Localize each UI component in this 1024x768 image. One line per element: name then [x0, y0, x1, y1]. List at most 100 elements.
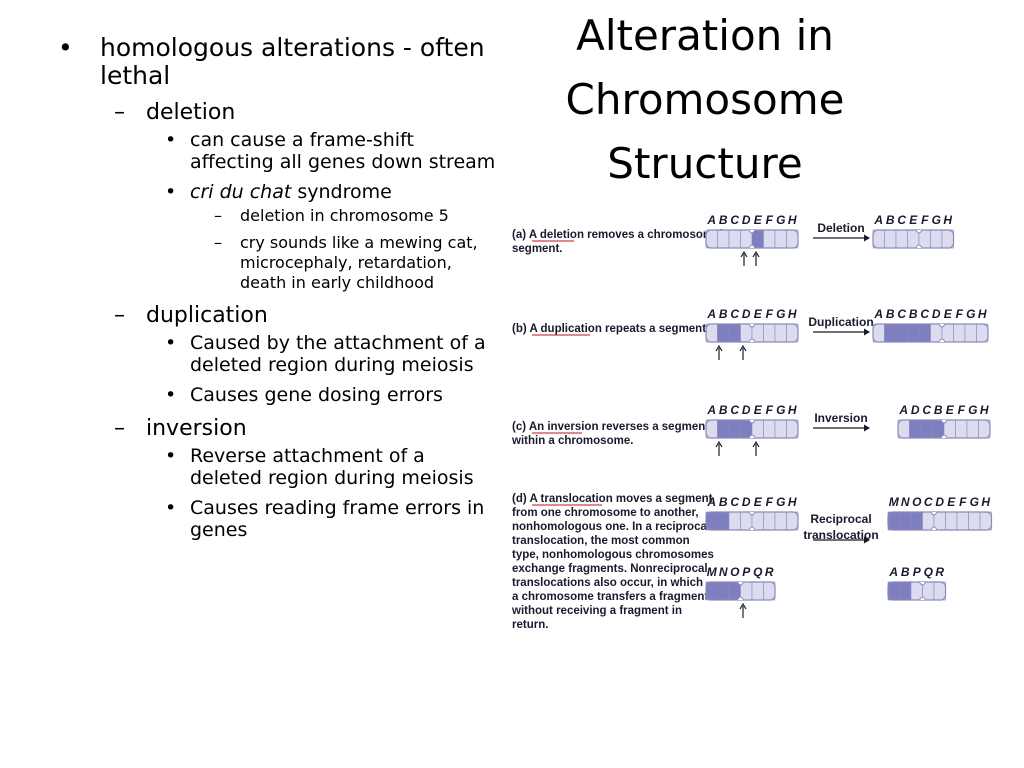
- chromosome-band: [897, 419, 910, 439]
- band-letter: C: [920, 307, 929, 321]
- chromosome-band: [872, 323, 885, 343]
- band-letter: G: [776, 495, 785, 509]
- chromosome-band: [887, 581, 900, 601]
- band-letter: B: [719, 307, 728, 321]
- chromosome-band: [728, 511, 741, 531]
- dash-marker: –: [114, 303, 125, 328]
- caption-line: translocations also occur, in which: [512, 577, 703, 589]
- band-letter: F: [766, 495, 774, 509]
- band-letter: C: [730, 495, 739, 509]
- centromere-top: [748, 229, 756, 234]
- caption-line: translocation, the most common: [512, 535, 690, 547]
- caption-line: type, nonhomologous chromosomes: [512, 549, 714, 561]
- band-letter: E: [909, 213, 918, 227]
- chromosome-band: [705, 323, 718, 343]
- band-letter: D: [742, 495, 751, 509]
- chromosome-band: [918, 323, 931, 343]
- band-letter: D: [932, 307, 941, 321]
- chromosome-band: [976, 323, 989, 343]
- bullet-text: homologous alterations - often lethal: [100, 33, 485, 90]
- chromosome-band: [966, 419, 979, 439]
- band-letter: B: [934, 403, 943, 417]
- band-letter: E: [754, 403, 763, 417]
- band-letter: M: [889, 495, 900, 509]
- band-letter: F: [958, 403, 966, 417]
- band-letter: B: [719, 403, 728, 417]
- dash-marker: –: [114, 416, 125, 441]
- chromosome-band: [728, 419, 741, 439]
- band-letter: H: [788, 403, 797, 417]
- chromosome-outline: [872, 323, 989, 343]
- caption-line: nonhomologous one. In a reciprocal: [512, 521, 710, 533]
- band-letter: A: [888, 565, 898, 579]
- bullet-marker: •: [165, 181, 177, 203]
- process-arrow-head: [864, 424, 870, 432]
- band-letter: A: [706, 403, 716, 417]
- chromosome-band: [895, 323, 908, 343]
- bullet-text: inversion: [146, 416, 247, 441]
- band-letter: E: [947, 495, 956, 509]
- process-arrow-head: [864, 234, 870, 242]
- dash-marker: –: [114, 100, 125, 125]
- band-letter: E: [754, 213, 763, 227]
- chromosome-band: [763, 511, 776, 531]
- break-arrow-head: [739, 602, 747, 610]
- band-letter: A: [706, 213, 716, 227]
- chromosome-band: [728, 323, 741, 343]
- arrow-label-translocation: Reciprocal: [810, 512, 871, 526]
- band-letter: C: [730, 213, 739, 227]
- centromere-top: [938, 323, 946, 328]
- bullet-marker: •: [165, 445, 177, 467]
- chromosome-band: [941, 229, 954, 249]
- band-letter: G: [970, 495, 979, 509]
- band-letter: C: [922, 403, 931, 417]
- chromosome-band: [907, 323, 920, 343]
- dash-marker: –: [214, 206, 222, 225]
- band-letter: R: [765, 565, 774, 579]
- band-letter: C: [730, 307, 739, 321]
- centromere-top: [919, 581, 926, 586]
- chromosome-band: [884, 229, 897, 249]
- centromere-top: [748, 511, 756, 516]
- chromosome-band: [717, 511, 730, 531]
- band-letter: E: [754, 495, 763, 509]
- band-letter: G: [966, 307, 975, 321]
- bullet-text: deletion in chromosome 5: [240, 206, 449, 225]
- chromosome-band: [786, 419, 799, 439]
- centromere-top: [737, 581, 744, 586]
- chromosome-band: [964, 323, 977, 343]
- band-letter: P: [913, 565, 922, 579]
- bullet-text: deletion: [146, 100, 236, 125]
- band-letter: O: [730, 565, 740, 579]
- chromosome-band: [705, 229, 718, 249]
- chromosome-band: [774, 511, 787, 531]
- band-letter: C: [730, 403, 739, 417]
- chromosome-band: [930, 229, 943, 249]
- centromere-bottom: [748, 526, 756, 531]
- bullet-deletion: – deletion: [58, 100, 498, 126]
- break-arrow-head: [752, 250, 760, 258]
- chromosome-band: [968, 511, 981, 531]
- band-letter: G: [776, 307, 785, 321]
- band-letter: R: [935, 565, 944, 579]
- caption-line: without receiving a fragment in: [511, 605, 682, 617]
- chromosome-band: [717, 229, 730, 249]
- bullet-inversion: – inversion: [58, 416, 498, 442]
- centromere-bottom: [737, 596, 744, 601]
- bullet-text: syndrome: [291, 181, 392, 203]
- band-letter: F: [956, 307, 964, 321]
- break-arrow-head: [739, 344, 747, 352]
- chromosome-band: [705, 511, 718, 531]
- centromere-bottom: [915, 244, 923, 249]
- band-letter: F: [959, 495, 967, 509]
- chromosome-band: [763, 323, 776, 343]
- slide-title: Alteration in Chromosome Structure: [565, 11, 845, 188]
- band-letter: G: [776, 403, 785, 417]
- chromosome-band: [955, 419, 968, 439]
- chromosome-band: [910, 511, 923, 531]
- centromere-top: [915, 229, 923, 234]
- band-letter: E: [944, 307, 953, 321]
- chromosome-band: [887, 511, 900, 531]
- band-letter: H: [978, 307, 987, 321]
